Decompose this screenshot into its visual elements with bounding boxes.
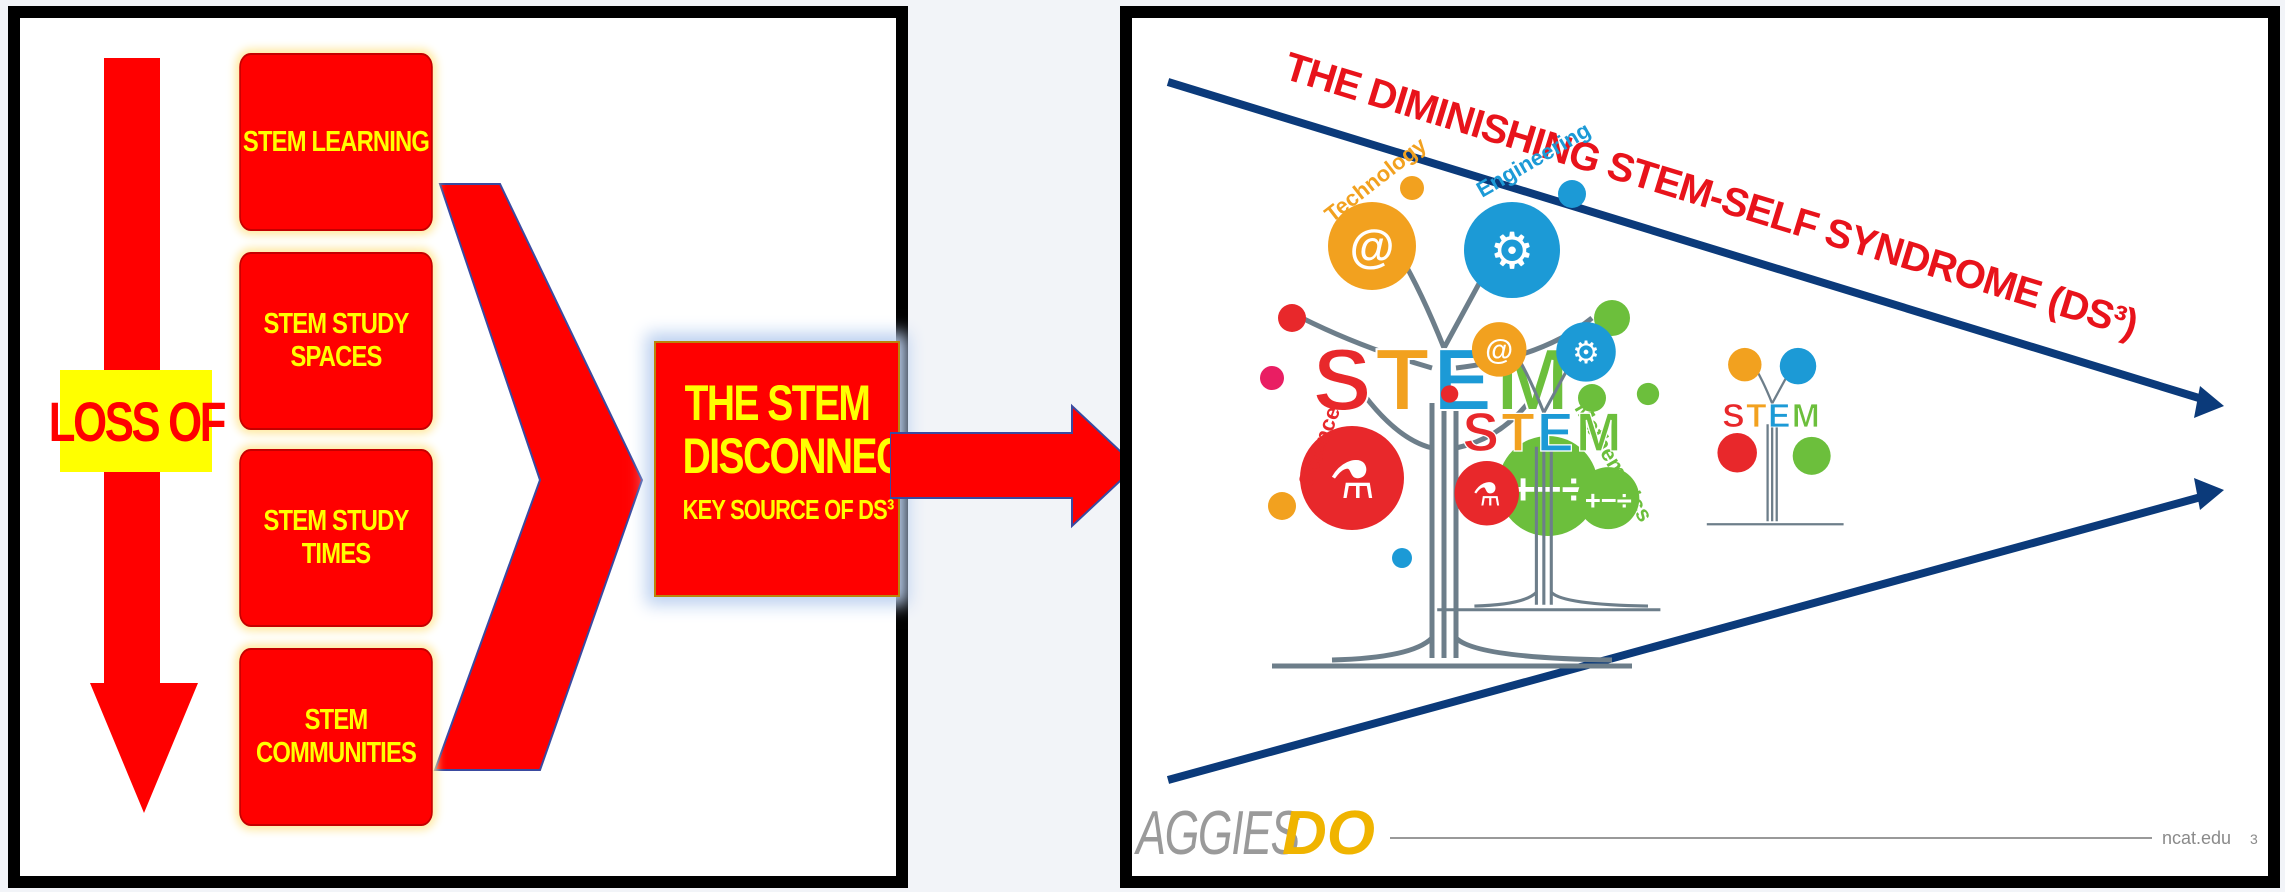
- technology-circle: [1728, 347, 1762, 382]
- technology-circle: [1471, 322, 1527, 377]
- flask-icon: ⚗: [1329, 452, 1376, 510]
- footer-brand-do: DO: [1282, 799, 1375, 868]
- science-circle: [1454, 460, 1520, 526]
- tree-dot: [1392, 548, 1412, 568]
- stem-letter: E: [1537, 402, 1576, 463]
- tree-dot: [1440, 385, 1459, 403]
- loss-of-label: LOSS OF: [48, 370, 226, 472]
- stem-learning-box: STEM LEARNING: [239, 53, 433, 231]
- gear-icon: ⚙: [1490, 223, 1535, 279]
- stem-study-spaces-box: STEM STUDY SPACES: [239, 252, 433, 430]
- mathematics-circle: [1792, 436, 1831, 475]
- tree-dot: [1594, 300, 1630, 336]
- center-title-line1: THE STEM: [684, 375, 871, 431]
- mathematics-circle: [1498, 436, 1598, 536]
- stem-letter: M: [1792, 398, 1821, 435]
- math-operators-icon: +−÷: [1510, 465, 1586, 514]
- funnel-upper-line: [1166, 78, 2214, 406]
- mathematics-circle: [1577, 467, 1640, 530]
- stem-letter: T: [1501, 402, 1537, 463]
- engineering-circle: [1464, 202, 1560, 298]
- engineering-circle: [1556, 322, 1616, 382]
- tree-dot: [1578, 384, 1606, 412]
- funnel-lower-arrowhead: [2194, 478, 2224, 510]
- center-title-line2: DISCONNECTION: [682, 427, 991, 484]
- stem-communities-box: STEM COMMUNITIES: [239, 648, 433, 826]
- science-circle: [1300, 426, 1404, 530]
- gear-icon: ⚙: [1572, 335, 1600, 370]
- stem-disconnection-panel: LOSS OF STEM LEARNING STEM STUDY SPACES …: [8, 6, 991, 888]
- funnel-lower-line: [1166, 490, 2214, 784]
- engineering-circle: [1779, 347, 1817, 385]
- footer-page-number: 3: [2250, 831, 2258, 847]
- technology-icon: @: [1350, 220, 1395, 272]
- stem-disconnection-box: THE STEM DISCONNECTION KEY SOURCE OF DS³: [654, 341, 991, 597]
- funnel-diagram: THE DIMINISHING STEM-SELF SYNDROME (DS³)…: [1134, 45, 2258, 868]
- math-operators-icon: +−÷: [1585, 484, 1632, 515]
- stem-letter: S: [1313, 330, 1376, 429]
- stem-letter: E: [1768, 398, 1792, 435]
- tree-dot: [1636, 382, 1660, 406]
- tree-stem-word-medium: STEM: [1462, 402, 1623, 463]
- tree-dot: [1260, 366, 1284, 390]
- stem-study-times-box: STEM STUDY TIMES: [239, 449, 433, 627]
- tree-dot: [1400, 176, 1424, 200]
- science-circle: [1717, 433, 1757, 473]
- technology-icon: @: [1485, 334, 1513, 366]
- tree-dot: [1278, 304, 1306, 332]
- footer-brand-aggies: AGGIES: [1134, 799, 1300, 868]
- stem-tree-small: STEM: [1706, 347, 1844, 526]
- flask-icon: ⚗: [1472, 477, 1501, 513]
- tree-dot: [1268, 492, 1296, 520]
- footer-site: ncat.edu: [2162, 828, 2231, 848]
- tree-stem-word-small: STEM: [1722, 398, 1821, 435]
- connector-arrow: [890, 403, 1130, 529]
- stem-tree-medium: @ ⚙ ⚗ +−÷ STEM: [1437, 322, 1661, 612]
- connector-arrow-shape: [890, 403, 1130, 529]
- chevron-arrow: [433, 183, 644, 771]
- diminishing-stem-self-panel: THE DIMINISHING STEM-SELF SYNDROME (DS³)…: [1120, 6, 2280, 888]
- stem-letter: S: [1722, 398, 1746, 435]
- tree-stem-word-large: STEM: [1313, 330, 1573, 429]
- stem-letter: T: [1746, 398, 1768, 435]
- funnel-upper-arrowhead: [2194, 386, 2224, 418]
- stem-letter: T: [1375, 330, 1433, 429]
- stem-tree-large: @ ⚙ ⚗ +−÷ STEM Technology Engineering Sc…: [1260, 117, 1658, 669]
- center-subtitle: KEY SOURCE OF DS³: [682, 494, 895, 525]
- stem-letter: M: [1576, 402, 1624, 463]
- tree-dot: [1558, 180, 1586, 208]
- technology-circle: [1328, 202, 1416, 290]
- stem-letter: S: [1462, 402, 1501, 463]
